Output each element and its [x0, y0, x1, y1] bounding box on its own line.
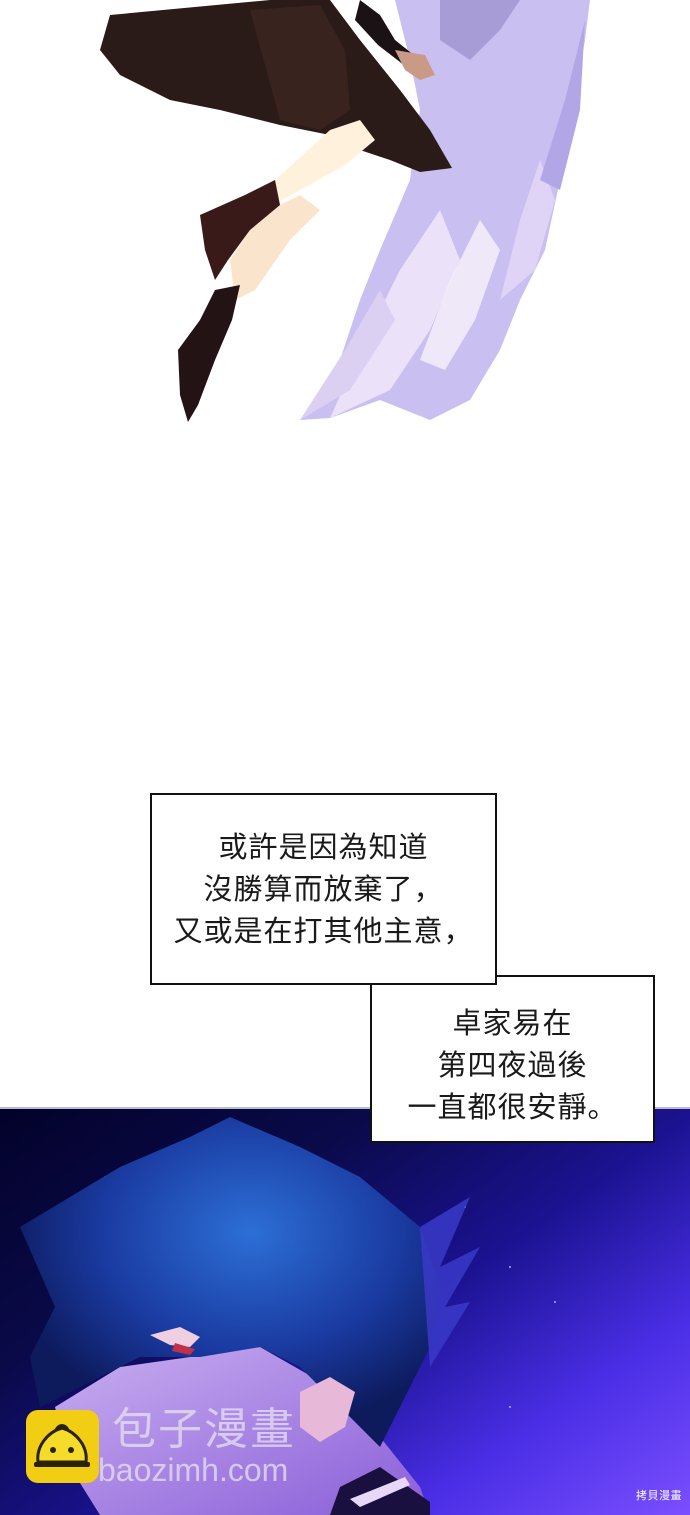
- wing-icon: [300, 0, 590, 420]
- watermark-url: baozimh.com: [98, 1452, 289, 1488]
- corner-watermark: 拷貝漫畫: [636, 1489, 682, 1502]
- steamed-bun-logo-icon: [26, 1410, 99, 1483]
- site-watermark: 包子漫畫 baozimh.com: [26, 1404, 346, 1488]
- caption-box-1: 或許是因為知道 沒勝算而放棄了， 又或是在打其他主意，: [150, 793, 497, 985]
- caption-2-line-2: 第四夜過後: [437, 1048, 588, 1082]
- caption-box-2: 卓家易在 第四夜過後 一直都很安靜。: [370, 975, 655, 1143]
- night-sky-panel: [0, 1107, 690, 1515]
- caption-1-line-2: 沒勝算而放棄了，: [203, 872, 444, 906]
- caption-2-line-1: 卓家易在: [452, 1006, 573, 1040]
- caption-1-line-3: 又或是在打其他主意，: [173, 914, 474, 948]
- flying-figure-illustration: [100, 0, 590, 422]
- watermark-title: 包子漫畫: [112, 1404, 296, 1455]
- boy-profile-illustration: [20, 1117, 556, 1515]
- caption-2-line-3: 一直都很安靜。: [407, 1090, 618, 1124]
- caption-1-line-1: 或許是因為知道: [218, 830, 429, 864]
- panel-border: [0, 1107, 690, 1109]
